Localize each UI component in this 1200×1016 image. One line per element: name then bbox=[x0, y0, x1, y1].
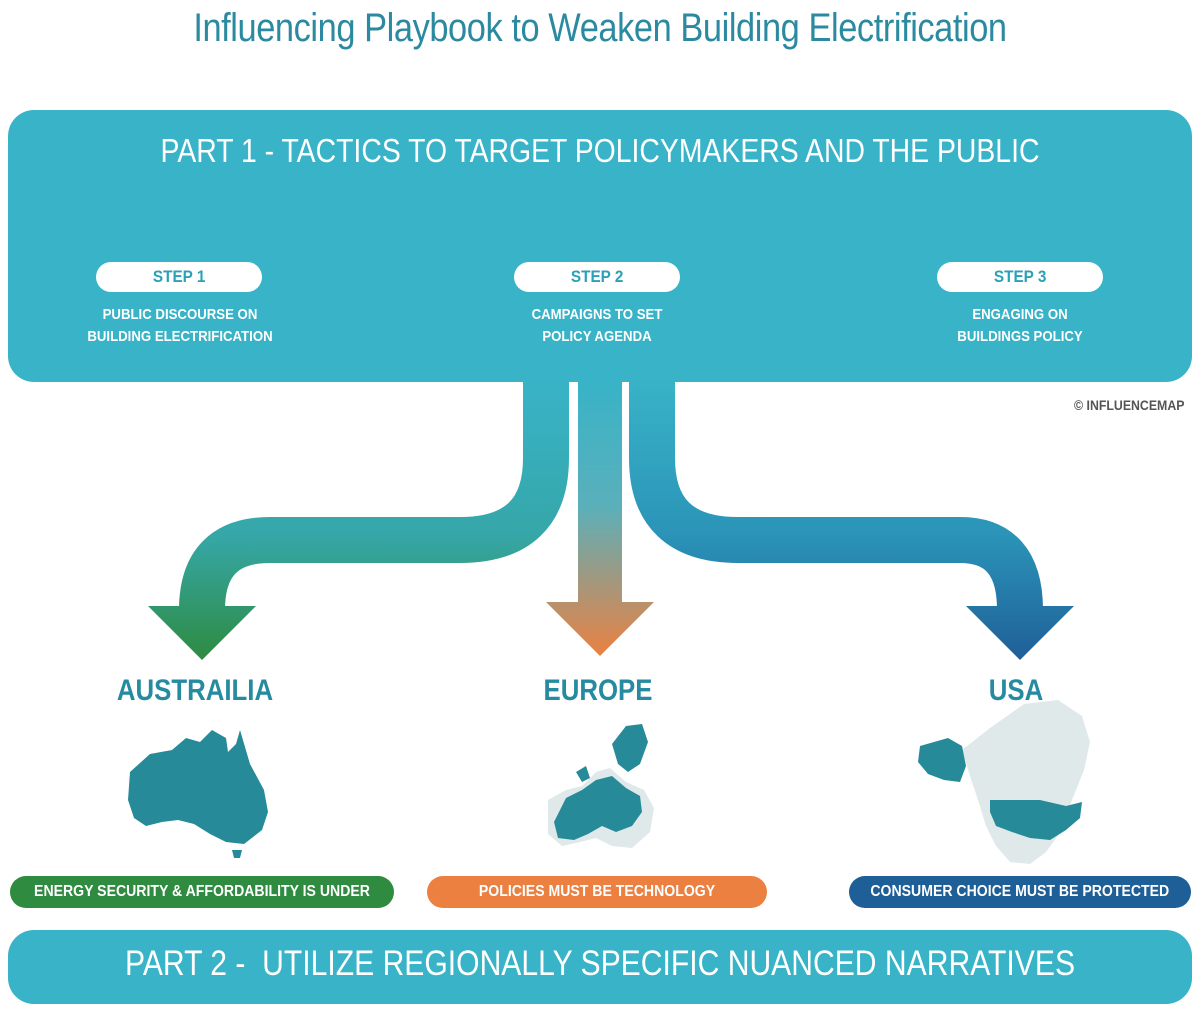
step-1-description: PUBLIC DISCOURSE ON BUILDING ELECTRIFICA… bbox=[74, 304, 285, 348]
narrative-text-europe: POLICIES MUST BE TECHNOLOGY NEUTRAL bbox=[478, 883, 716, 932]
part2-title: PART 2 - UTILIZE REGIONALLY SPECIFIC NUA… bbox=[124, 944, 1076, 983]
step-1-line-2: BUILDING ELECTRIFICATION bbox=[87, 328, 273, 345]
step-2-pill: STEP 2 bbox=[514, 262, 680, 292]
step-2-description: CAMPAIGNS TO SET POLICY AGENDA bbox=[491, 304, 702, 348]
step-3-description: ENGAGING ON BUILDINGS POLICY bbox=[914, 304, 1125, 348]
region-name-australia: AUSTRAILIA bbox=[116, 674, 274, 707]
flow-to-australia bbox=[148, 380, 569, 660]
narrative-text-usa: CONSUMER CHOICE MUST BE PROTECTED bbox=[870, 883, 1170, 900]
narrative-text-australia: ENERGY SECURITY & AFFORDABILITY IS UNDER… bbox=[34, 883, 370, 932]
step-2-line-1: CAMPAIGNS TO SET bbox=[531, 306, 663, 323]
part1-title: PART 1 - TACTICS TO TARGET POLICYMAKERS … bbox=[160, 132, 1040, 169]
narrative-badge-usa: CONSUMER CHOICE MUST BE PROTECTED bbox=[849, 876, 1191, 908]
step-1-line-1: PUBLIC DISCOURSE ON bbox=[102, 306, 258, 323]
region-name-usa: USA bbox=[988, 674, 1044, 707]
narrative-badge-australia: ENERGY SECURITY & AFFORDABILITY IS UNDER… bbox=[10, 876, 394, 932]
step-3-label: STEP 3 bbox=[993, 267, 1047, 286]
step-3-line-2: BUILDINGS POLICY bbox=[957, 328, 1083, 345]
step-1-pill: STEP 1 bbox=[96, 262, 262, 292]
part1-panel bbox=[8, 110, 1192, 382]
north-america-map-icon bbox=[918, 700, 1090, 864]
copyright-notice: © INFLUENCEMAP bbox=[1073, 397, 1184, 413]
part2-panel bbox=[8, 930, 1192, 1004]
page-title: Influencing Playbook to Weaken Building … bbox=[193, 6, 1007, 50]
step-3-pill: STEP 3 bbox=[937, 262, 1103, 292]
australia-map-icon bbox=[128, 730, 268, 858]
step-2-line-2: POLICY AGENDA bbox=[542, 328, 652, 345]
step-3-line-1: ENGAGING ON bbox=[972, 306, 1068, 323]
step-1-label: STEP 1 bbox=[152, 267, 206, 286]
step-2-label: STEP 2 bbox=[570, 267, 624, 286]
region-name-europe: EUROPE bbox=[543, 674, 653, 707]
flow-to-usa bbox=[629, 380, 1074, 660]
flow-to-europe bbox=[546, 380, 654, 656]
narrative-badge-europe: POLICIES MUST BE TECHNOLOGY NEUTRAL bbox=[427, 876, 767, 932]
europe-map-icon bbox=[548, 724, 654, 848]
